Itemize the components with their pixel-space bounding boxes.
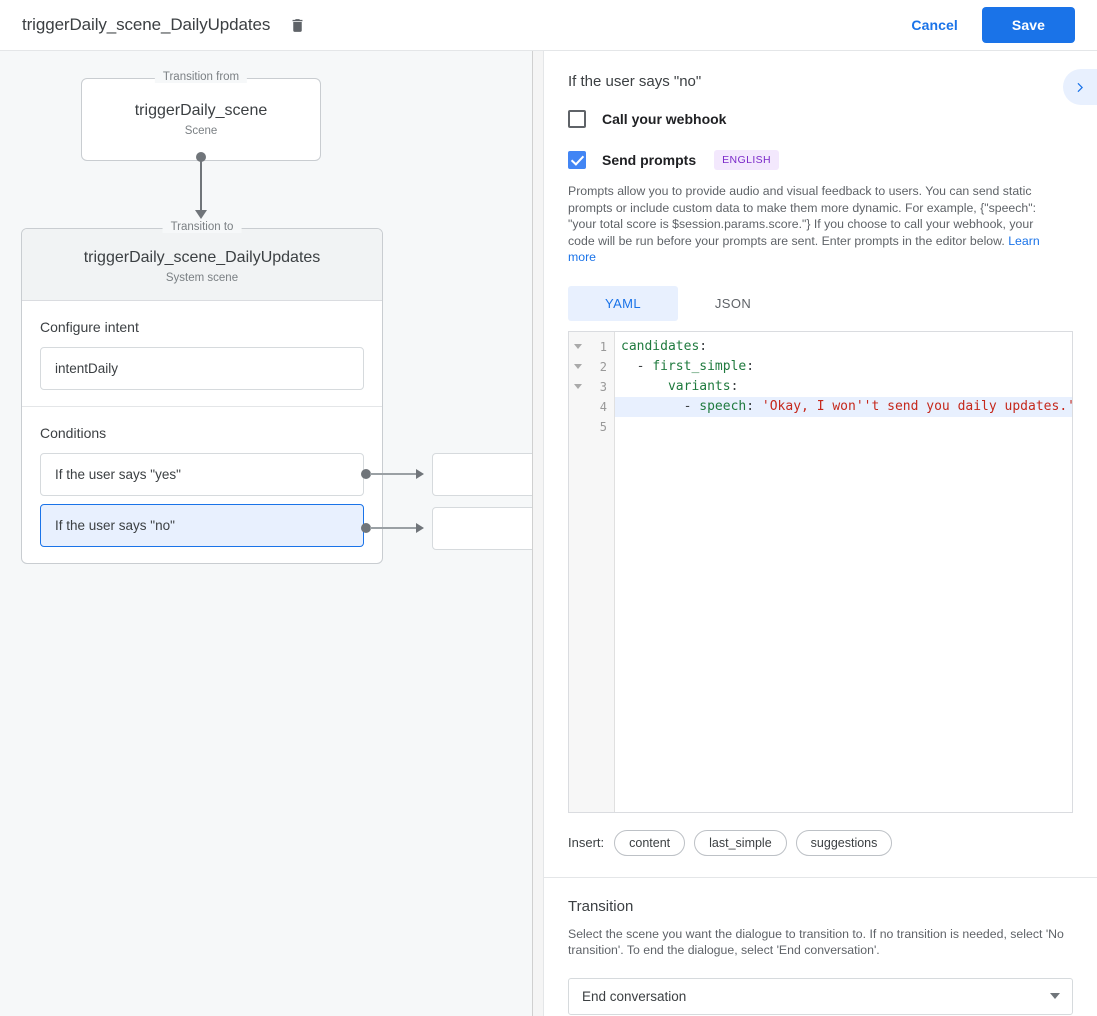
format-tabs: YAML JSON: [544, 285, 1097, 321]
condition-row-yes[interactable]: If the user says "yes": [40, 453, 364, 496]
prompts-description: Prompts allow you to provide audio and v…: [544, 183, 1064, 266]
prompts-description-text: Prompts allow you to provide audio and v…: [568, 184, 1037, 248]
fold-triangle-icon[interactable]: [574, 344, 582, 349]
target-node-yes[interactable]: [432, 453, 543, 496]
page-title: triggerDaily_scene_DailyUpdates: [22, 15, 271, 34]
condition-no-out-dot: [361, 523, 371, 533]
editor-code-line[interactable]: - speech: 'Okay, I won''t send you daily…: [615, 396, 1072, 417]
insert-row: Insert: content last_simple suggestions: [544, 829, 1097, 856]
editor-code-line[interactable]: variants:: [667, 379, 739, 394]
condition-no-out-line: [370, 527, 418, 529]
transition-select-value: End conversation: [582, 988, 687, 1004]
condition-row-no[interactable]: If the user says "no": [40, 504, 364, 547]
editor-line-number: 3: [569, 377, 614, 397]
editor-code-line[interactable]: - first_simple:: [621, 359, 755, 374]
editor-line-number: 2: [569, 357, 614, 377]
cancel-button[interactable]: Cancel: [897, 8, 972, 42]
configure-intent-section: Configure intent intentDaily: [22, 301, 382, 407]
insert-label: Insert:: [568, 835, 605, 850]
canvas-scrollbar[interactable]: [532, 51, 543, 1016]
save-button[interactable]: Save: [981, 7, 1075, 43]
delete-icon[interactable]: [284, 12, 310, 38]
call-webhook-label: Call your webhook: [602, 111, 727, 127]
editor-line-number: 1: [569, 337, 614, 357]
condition-yes-out-arrow: [416, 469, 424, 479]
connector-line: [200, 157, 202, 214]
section-divider: [544, 876, 1097, 878]
learn-more-link[interactable]: Learn more: [568, 233, 1040, 265]
conditions-label: Conditions: [40, 425, 107, 441]
intent-field[interactable]: intentDaily: [40, 347, 364, 390]
insert-chip-content[interactable]: content: [614, 829, 686, 856]
fold-triangle-icon[interactable]: [574, 384, 582, 389]
editor-line-number: 4: [599, 399, 607, 414]
tab-yaml[interactable]: YAML: [568, 285, 678, 321]
chevron-down-icon: [1050, 993, 1060, 999]
flow-canvas[interactable]: Transition from triggerDaily_scene Scene…: [0, 51, 543, 1016]
conditions-section: Conditions If the user says "yes" If the…: [22, 407, 382, 563]
editor-code-line[interactable]: candidates:: [621, 339, 708, 354]
editor-code-line[interactable]: [615, 417, 1072, 437]
transition-from-node[interactable]: Transition from triggerDaily_scene Scene: [81, 71, 321, 161]
detail-panel: If the user says "no" Call your webhook …: [543, 51, 1097, 1016]
fold-triangle-icon[interactable]: [574, 364, 582, 369]
editor-line-number: 5: [599, 419, 607, 434]
connector-arrow: [195, 210, 207, 219]
call-webhook-checkbox[interactable]: [568, 110, 586, 128]
condition-yes-out-line: [370, 473, 418, 475]
webhook-row[interactable]: Call your webhook: [544, 110, 1097, 128]
condition-yes-out-dot: [361, 469, 371, 479]
transition-select[interactable]: End conversation: [568, 977, 1073, 1015]
language-badge: ENGLISH: [714, 150, 780, 170]
transition-from-subtitle: Scene: [184, 125, 218, 137]
send-prompts-row[interactable]: Send prompts ENGLISH: [544, 150, 1097, 170]
top-bar: triggerDaily_scene_DailyUpdates Cancel S…: [0, 0, 1097, 51]
condition-no-out-arrow: [416, 523, 424, 533]
chevron-right-icon[interactable]: [1063, 69, 1097, 105]
transition-to-subtitle: System scene: [165, 272, 239, 284]
send-prompts-label: Send prompts: [602, 152, 697, 168]
transition-to-legend: Transition to: [162, 221, 242, 233]
tab-json[interactable]: JSON: [714, 295, 752, 311]
target-node-no[interactable]: [432, 507, 543, 550]
transition-description: Select the scene you want the dialogue t…: [568, 926, 1064, 958]
insert-chip-last-simple[interactable]: last_simple: [694, 829, 787, 856]
panel-header: If the user says "no": [544, 51, 1097, 105]
configure-intent-label: Configure intent: [40, 319, 139, 335]
insert-chip-suggestions[interactable]: suggestions: [795, 829, 893, 856]
transition-to-node[interactable]: Transition to triggerDaily_scene_DailyUp…: [21, 221, 383, 564]
transition-to-header: triggerDaily_scene_DailyUpdates System s…: [22, 229, 382, 301]
send-prompts-checkbox[interactable]: [568, 151, 586, 169]
transition-title: Transition: [568, 897, 634, 915]
transition-from-legend: Transition from: [154, 71, 248, 83]
transition-section: Transition Select the scene you want the…: [544, 878, 1097, 1015]
panel-title: If the user says "no": [568, 73, 702, 90]
transition-to-title: triggerDaily_scene_DailyUpdates: [83, 249, 321, 266]
transition-from-title: triggerDaily_scene: [134, 102, 268, 119]
editor-code-area[interactable]: candidates: - first_simple: variants: - …: [615, 332, 1072, 812]
